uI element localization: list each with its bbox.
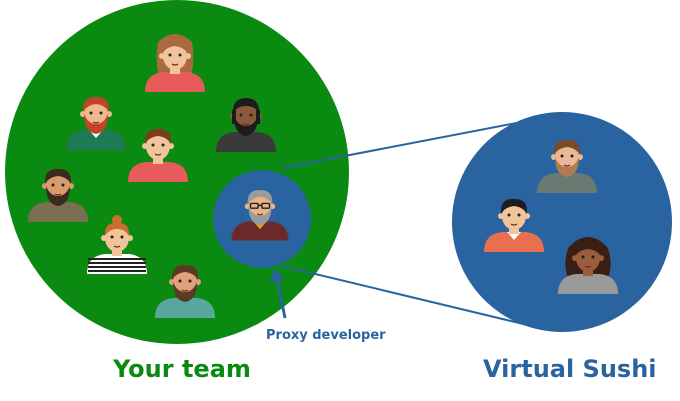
connector-line-top (281, 119, 533, 169)
virtual-sushi-label: Virtual Sushi (483, 355, 657, 383)
connector-line-bottom (281, 265, 541, 329)
proxy-developer-label: Proxy developer (266, 328, 386, 343)
man-brown-hair-avatar (537, 139, 597, 193)
man-beard-teal-avatar (155, 264, 215, 318)
grey-haired-glasses-avatar (231, 190, 289, 241)
sushi-circle (452, 112, 672, 332)
man-red-hair-avatar (66, 96, 126, 150)
woman-bun-striped-avatar (87, 215, 147, 274)
woman-short-hair-avatar (128, 128, 188, 182)
woman-curly-hair-avatar (558, 237, 618, 294)
proxy-pointer-head (270, 268, 284, 282)
man-dreadlocks-avatar (216, 98, 276, 152)
woman-long-hair-avatar (145, 34, 205, 92)
your-team-label: Your team (113, 355, 251, 383)
man-dark-hair-orange-avatar (484, 198, 544, 252)
proxy-pointer (275, 277, 287, 319)
man-beard-avatar (28, 168, 88, 222)
